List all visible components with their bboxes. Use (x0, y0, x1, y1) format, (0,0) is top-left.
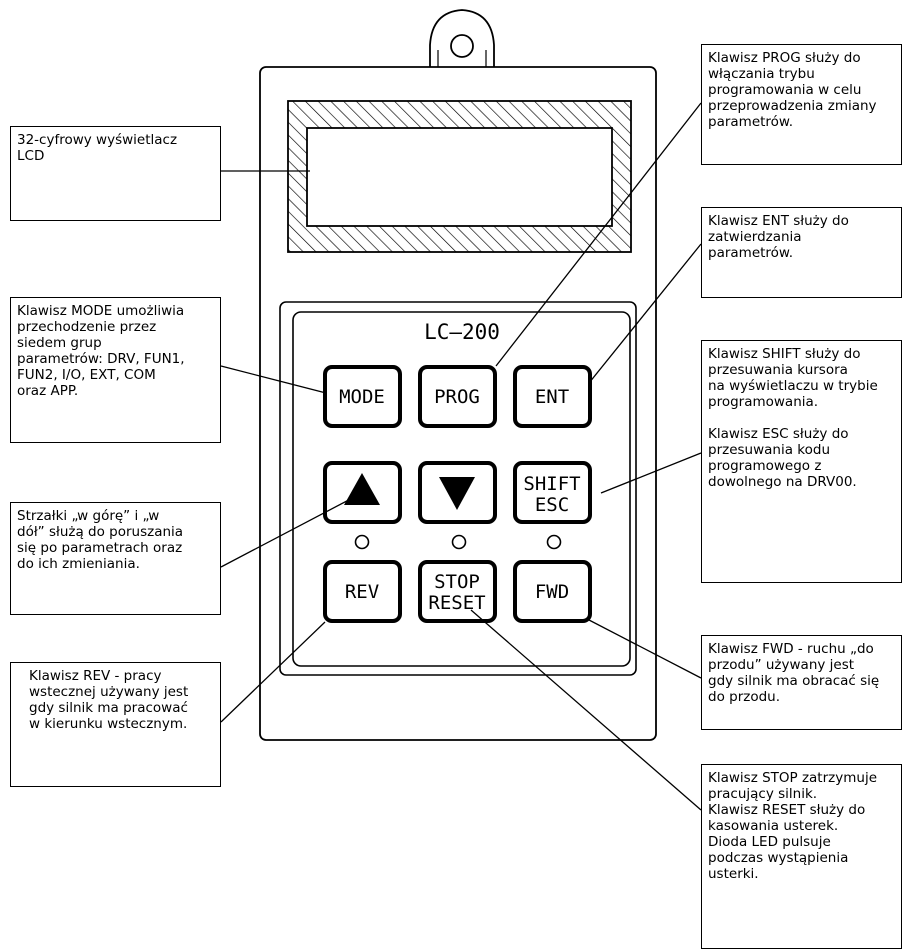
mode-callout: Klawisz MODE umożliwia przechodzenie prz… (10, 297, 221, 443)
shift-esc-callout: Klawisz SHIFT służy do przesuwania kurso… (701, 340, 902, 583)
fwd-callout: Klawisz FWD - ruchu „do przodu” używany … (701, 635, 902, 730)
ent-key-label: ENT (535, 386, 569, 408)
ent-callout: Klawisz ENT służy do zatwierdzania param… (701, 207, 902, 298)
shift-key-label: SHIFT (523, 473, 580, 495)
leader-prog (495, 102, 702, 367)
stop-reset-callout: Klawisz STOP zatrzymuje pracujący silnik… (701, 764, 902, 949)
shift-esc-key[interactable]: SHIFT ESC (513, 461, 592, 524)
leader-rev (220, 621, 326, 723)
down-arrow-icon (439, 477, 475, 510)
leader-lines (220, 102, 702, 811)
led-indicator-left (354, 534, 370, 550)
model-label: LC–200 (424, 320, 500, 344)
prog-key[interactable]: PROG (418, 365, 497, 428)
leader-arrows (220, 492, 363, 568)
rev-key[interactable]: REV (323, 560, 402, 623)
esc-key-label: ESC (535, 494, 569, 516)
mode-key-label: MODE (339, 386, 385, 408)
rev-callout: Klawisz REV - pracy wstecznej używany je… (10, 662, 221, 787)
down-arrow-key[interactable] (418, 461, 497, 524)
lcd-callout: 32-cyfrowy wyświetlacz LCD (10, 126, 221, 221)
leader-stop (470, 609, 702, 811)
leader-fwd (588, 619, 702, 679)
rev-key-label: REV (345, 581, 379, 603)
led-indicator-right (546, 534, 562, 550)
leader-shift (600, 452, 702, 494)
reset-key-label: RESET (428, 592, 485, 614)
ent-key[interactable]: ENT (513, 365, 592, 428)
prog-key-label: PROG (434, 386, 480, 408)
lcd-screen (306, 127, 613, 227)
fwd-key-label: FWD (535, 581, 569, 603)
up-arrow-key[interactable] (323, 461, 402, 524)
leader-ent (588, 243, 702, 384)
mounting-hole (450, 34, 474, 58)
prog-callout: Klawisz PROG służy do włączania trybu pr… (701, 44, 902, 165)
led-indicator-center (451, 534, 467, 550)
fwd-key[interactable]: FWD (513, 560, 592, 623)
stop-key-label: STOP (434, 571, 480, 593)
arrows-callout: Strzałki „w górę” i „w dół” służą do por… (10, 502, 221, 615)
mode-key[interactable]: MODE (323, 365, 402, 428)
stop-reset-key[interactable]: STOP RESET (418, 560, 497, 623)
leader-mode (220, 365, 327, 394)
